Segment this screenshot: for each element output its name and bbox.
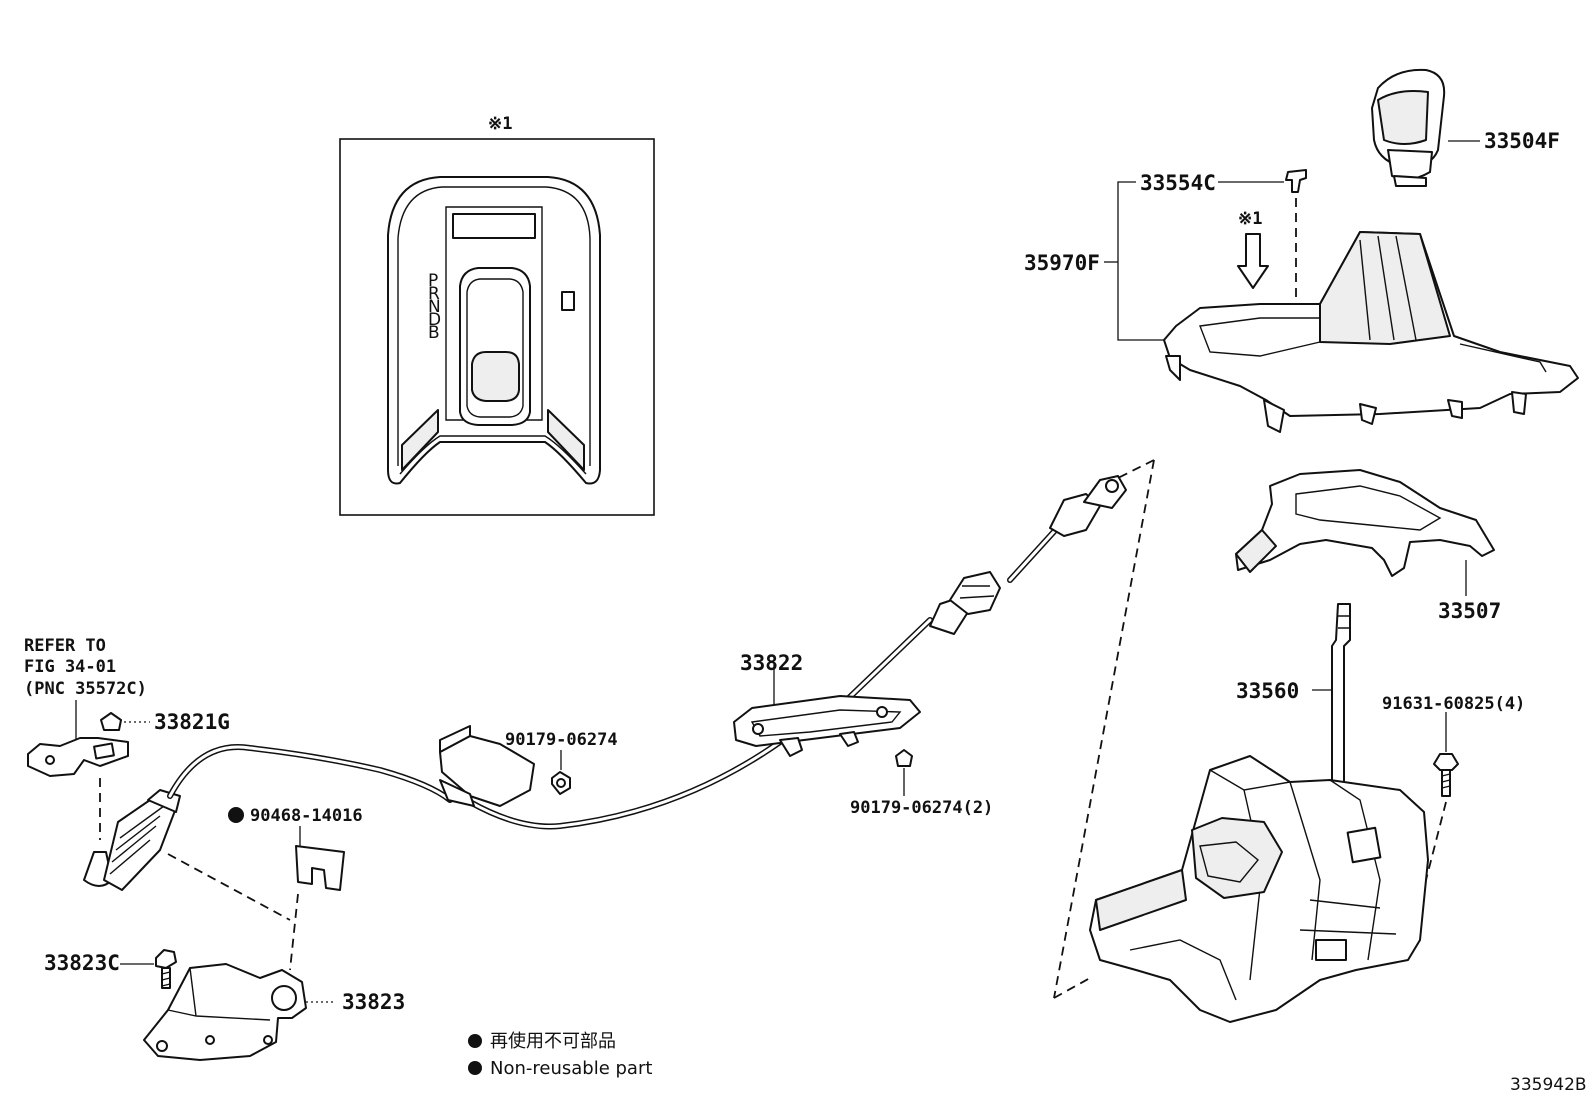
assembly-line-diagonal-top: [1117, 459, 1155, 479]
assembly-line-diagonal: [1053, 459, 1155, 999]
cable-bracket-mount: [439, 725, 535, 807]
gear-letter-r: R: [428, 284, 440, 304]
legend-marker-jp: [468, 1034, 482, 1048]
inset-ref-mark: ※1: [488, 114, 512, 134]
callout-33823C: 33823C: [44, 951, 120, 975]
bracket-plate-left: [27, 737, 129, 777]
callout-33504F: 33504F: [1484, 129, 1560, 153]
grommet-33822: 33822: [733, 651, 921, 757]
svg-text:REFER TO: REFER TO: [24, 636, 106, 656]
callout-33554C: 33554C: [1140, 171, 1216, 195]
clip-33554C: 33554C: [1140, 169, 1307, 195]
clip-33821G: 33821G: [100, 710, 230, 734]
assembly-line-bolt: [1425, 801, 1447, 881]
legend: 再使用不可部品 Non-reusable part: [468, 1031, 652, 1079]
shift-lever-assembly-33560: 33560: [1089, 603, 1429, 1023]
arrow-ref-mark: ※1: [1238, 209, 1262, 229]
bolt-33823C: 33823C: [44, 949, 177, 989]
nut-90179-06274-2: 90179-06274(2): [850, 749, 993, 818]
assembly-line-bracket: [289, 893, 299, 971]
cable-end-boot: [83, 789, 181, 891]
figure-number: 335942B: [1510, 1075, 1587, 1095]
callout-90179-06274: 90179-06274: [505, 730, 618, 750]
control-cable: [167, 522, 1063, 830]
nut-90179-06274: 90179-06274: [505, 730, 618, 795]
callout-33822: 33822: [740, 651, 803, 675]
callout-90468-14016: 90468-14016: [250, 806, 363, 826]
callout-33823: 33823: [342, 990, 405, 1014]
clip-90468-14016: 90468-14016: [228, 806, 363, 891]
callout-33560: 33560: [1236, 679, 1299, 703]
inset-shift-panel-view: ※1 P R N D B: [339, 114, 655, 516]
bolt-91631-60825: 91631-60825(4): [1382, 694, 1525, 797]
svg-text:FIG 34-01: FIG 34-01: [24, 657, 116, 677]
refer-note: REFER TO FIG 34-01 (PNC 35572C): [24, 636, 147, 740]
view-arrow: ※1: [1237, 209, 1269, 289]
legend-text-jp: 再使用不可部品: [490, 1031, 616, 1052]
gear-letter-n: N: [428, 297, 441, 317]
svg-text:(PNC 35572C): (PNC 35572C): [24, 679, 147, 699]
console-panel-35970F: [1163, 231, 1579, 433]
gear-indicator-letters: P R N D B: [428, 271, 441, 343]
gear-letter-b: B: [428, 323, 440, 343]
callout-91631-60825: 91631-60825(4): [1382, 694, 1525, 714]
assembly-line-clip: [167, 853, 291, 921]
callout-35970F-group: 35970F: [1024, 181, 1166, 341]
non-reusable-marker: [228, 807, 244, 823]
shift-knob-33504F: 33504F: [1371, 68, 1560, 187]
gear-letter-p: P: [428, 271, 438, 291]
legend-text-en: Non-reusable part: [490, 1058, 652, 1079]
cable-sleeve: [929, 475, 1127, 635]
callout-35970F: 35970F: [1024, 251, 1100, 275]
bracket-33823: 33823: [143, 963, 405, 1061]
legend-marker-en: [468, 1061, 482, 1075]
assembly-line-diagonal-bottom: [1053, 977, 1091, 999]
housing-33507: 33507: [1235, 469, 1501, 623]
callout-33821G: 33821G: [154, 710, 230, 734]
gear-letter-d: D: [428, 310, 441, 330]
callout-90179-06274-2: 90179-06274(2): [850, 798, 993, 818]
callout-33507: 33507: [1438, 599, 1501, 623]
